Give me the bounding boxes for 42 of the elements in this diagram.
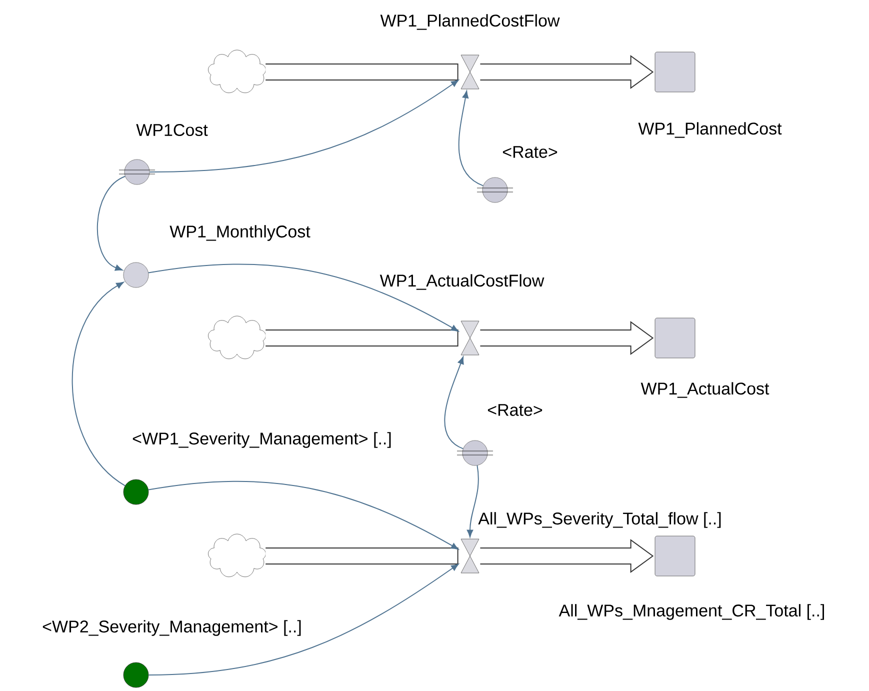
arrow bbox=[458, 90, 484, 186]
variable-label: WP1_PlannedCostFlow bbox=[380, 14, 560, 30]
variable-label: <WP1_Severity_Management> [..] bbox=[132, 432, 391, 448]
variable-label: <Rate> bbox=[488, 404, 542, 416]
stock-box bbox=[654, 318, 696, 358]
flow-valve bbox=[460, 320, 480, 356]
variable-label: WP1_ActualCost bbox=[640, 382, 770, 398]
flow-pipe bbox=[480, 539, 654, 573]
arrow bbox=[97, 176, 126, 271]
arrow bbox=[72, 282, 126, 486]
arrow bbox=[148, 564, 459, 676]
shadow-variable bbox=[476, 177, 514, 203]
flow-pipe bbox=[265, 548, 458, 564]
flow-pipe bbox=[480, 321, 654, 355]
arrow bbox=[466, 465, 479, 538]
variable-label: <WP2_Severity_Management> [..] bbox=[42, 620, 301, 636]
variable-label: All_WPs_Mnagement_CR_Total [..] bbox=[558, 604, 824, 620]
variable-label: <Rate> bbox=[502, 146, 558, 158]
arrow bbox=[149, 80, 459, 172]
flow-pipe bbox=[265, 330, 458, 346]
flow-pipe bbox=[265, 64, 458, 80]
variable-label: WP1_ActualCostFlow bbox=[380, 274, 544, 290]
flow-pipe bbox=[480, 55, 654, 89]
flow-valve bbox=[460, 538, 480, 574]
arrow bbox=[444, 356, 464, 450]
variable-label: WP1Cost bbox=[136, 124, 208, 136]
stock-box bbox=[654, 536, 696, 576]
shadow-variable bbox=[456, 440, 494, 466]
input-variable bbox=[123, 479, 149, 505]
arrow bbox=[148, 480, 459, 550]
cloud-symbol bbox=[208, 50, 266, 94]
shadow-variable bbox=[118, 159, 156, 185]
variable-label: All_WPs_Severity_Total_flow [..] bbox=[478, 512, 721, 528]
cloud-symbol bbox=[208, 316, 266, 360]
stock-box bbox=[654, 52, 696, 92]
flow-valve bbox=[460, 54, 480, 90]
variable-label: WP1_MonthlyCost bbox=[170, 225, 310, 241]
cloud-symbol bbox=[208, 534, 266, 578]
input-variable bbox=[123, 662, 149, 688]
arrow bbox=[148, 264, 459, 332]
variable-label: WP1_PlannedCost bbox=[638, 122, 782, 138]
variable-circle bbox=[123, 262, 149, 288]
